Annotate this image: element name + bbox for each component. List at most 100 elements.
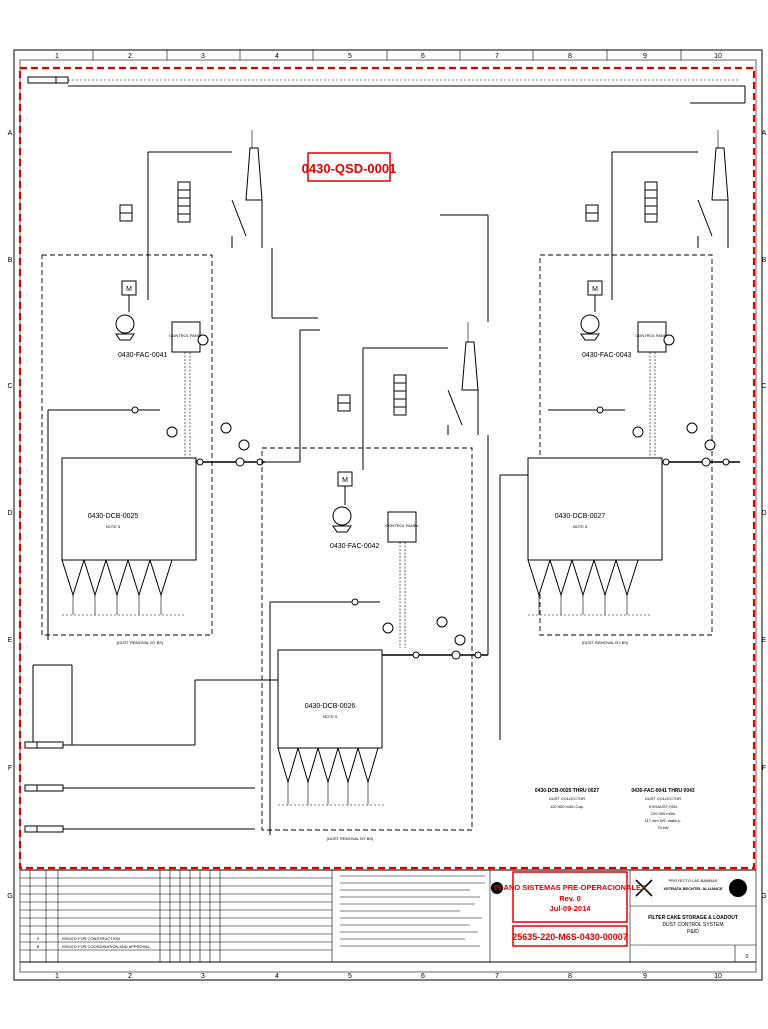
grid-col-1-bottom: 1 — [55, 973, 59, 980]
grid-col-6-bottom: 6 — [421, 973, 425, 980]
grid-column-markers-bottom: 1 2 3 4 5 6 7 8 9 10 — [55, 973, 722, 980]
grid-col-4-bottom: 4 — [275, 973, 279, 980]
revision-1-description: ISSUED FOR COORDINATION AND APPROVAL — [62, 944, 151, 949]
grid-column-markers: 1 2 3 4 5 6 7 8 9 10 — [55, 50, 722, 60]
dust-removal-right: (DUST REMOVAL BY BS) — [582, 640, 629, 645]
fan-middle-tag: 0430-FAC-0042 — [330, 543, 380, 550]
grid-row-g: G — [7, 893, 12, 900]
grid-col-3: 3 — [201, 53, 205, 60]
control-panel-left-label: CONTROL PANEL — [169, 333, 203, 338]
dust-collector-middle — [277, 649, 383, 749]
title-line-2: DUST CONTROL SYSTEM — [662, 922, 723, 928]
grid-col-9-bottom: 9 — [643, 973, 647, 980]
summary-right-line4: 75 kW — [657, 825, 669, 830]
drawing-stamp-number: 0430-QSD-0001 — [302, 161, 397, 176]
summary-right-line3: 117 mm WC static p. — [645, 818, 682, 823]
enclosure-middle — [261, 447, 473, 831]
grid-col-2: 2 — [128, 53, 132, 60]
dust-removal-middle: (DUST REMOVAL BY BS) — [327, 836, 374, 841]
grid-row-d-right: D — [761, 510, 766, 517]
grid-col-5-bottom: 5 — [348, 973, 352, 980]
dust-collector-right-note: NOTE 5 — [573, 524, 588, 529]
summary-right-line2: 120 000 m3/h — [651, 811, 675, 816]
grid-col-8: 8 — [568, 53, 572, 60]
client-logo — [635, 879, 747, 897]
train-middle: M 0430-FAC-0042 CONTROL PANEL 0430-DCB-0… — [261, 214, 489, 841]
summary-left-heading: 0430-DCB-0025 THRU 0027 — [535, 788, 599, 794]
dust-collector-left — [61, 457, 197, 561]
control-panel-middle — [387, 511, 417, 543]
fan-left-symbol — [115, 314, 135, 334]
grid-row-e-right: E — [762, 637, 767, 644]
dust-collector-left-tag: 0430-DCB-0025 — [88, 513, 139, 520]
preoperational-stamp: PLANO SISTEMAS PRE-OPERACIONALES Rev. 0 … — [494, 871, 646, 947]
summary-left-value: 120 000 m3/h Cap. — [550, 804, 584, 809]
grid-row-b-right: B — [762, 257, 767, 264]
summary-right-heading: 0430-FAC-0041 THRU 0043 — [631, 788, 695, 794]
grid-col-7-bottom: 7 — [495, 973, 499, 980]
fan-right-tag: 0430-FAC-0043 — [582, 352, 632, 359]
control-panel-middle-label: CONTROL PANEL — [385, 523, 419, 528]
title-alliance: XSTRATA BECHTEL ALLIANCE — [663, 886, 723, 891]
title-line-1: FILTER CAKE STORAGE & LOADOUT — [648, 915, 738, 921]
revision-0-description: ISSUED FOR CONSTRUCTION — [62, 936, 120, 941]
grid-row-f: F — [8, 765, 12, 772]
grid-col-7: 7 — [495, 53, 499, 60]
control-panel-right — [637, 321, 667, 353]
grid-col-8-bottom: 8 — [568, 973, 572, 980]
dust-collector-middle-note: NOTE 5 — [323, 714, 338, 719]
dust-collector-left-note: NOTE 5 — [106, 524, 121, 529]
grid-col-2-bottom: 2 — [128, 973, 132, 980]
grid-col-1: 1 — [55, 53, 59, 60]
fan-right-symbol — [580, 314, 600, 334]
grid-row-f-right: F — [762, 765, 766, 772]
grid-row-g-right: G — [761, 893, 766, 900]
fan-middle-symbol — [332, 506, 352, 526]
drawing-number-stamp: 0430-QSD-0001 — [302, 152, 397, 182]
exhaust-stack-left — [245, 147, 263, 201]
grid-row-c: C — [7, 383, 12, 390]
enclosure-left — [41, 254, 213, 636]
dust-collector-middle-tag: 0430-DCB-0026 — [305, 703, 356, 710]
motor-right-label: M — [592, 286, 598, 293]
equipment-summary: 0430-DCB-0025 THRU 0027 DUST COLLECTOR 1… — [535, 788, 695, 830]
stamp-document-number: 25635-220-M6S-0430-00007 — [512, 932, 628, 942]
summary-right-sub: DUST COLLECTOR — [645, 796, 681, 801]
grid-row-a-right: A — [762, 130, 767, 137]
grid-row-e: E — [8, 637, 13, 644]
train-right: M 0430-FAC-0043 CONTROL PANEL 0430-DCB-0… — [499, 130, 740, 740]
stamp-revision: Rev. 0 — [559, 894, 581, 903]
grid-col-9: 9 — [643, 53, 647, 60]
grid-row-b: B — [8, 257, 13, 264]
grid-col-4: 4 — [275, 53, 279, 60]
summary-right-line1: EXHAUST FAN — [649, 804, 677, 809]
title-project: PROYECTO LAS BAMBAS — [669, 878, 718, 883]
grid-col-5: 5 — [348, 53, 352, 60]
dust-collector-right — [527, 457, 663, 561]
control-panel-right-label: CONTROL PANEL — [635, 333, 669, 338]
stamp-date: Jul-09-2014 — [550, 904, 592, 913]
dust-removal-left: (DUST REMOVAL BY BS) — [117, 640, 164, 645]
title-block: 0 ISSUED FOR CONSTRUCTION B ISSUED FOR C… — [20, 869, 756, 963]
revision-0-number: 0 — [37, 936, 40, 941]
grid-row-c-right: C — [761, 383, 766, 390]
stamp-title: PLANO SISTEMAS PRE-OPERACIONALES — [494, 883, 646, 892]
instrument-air-header — [27, 76, 746, 104]
motor-left-label: M — [126, 286, 132, 293]
grid-row-a: A — [8, 130, 13, 137]
exhaust-stack-right — [711, 147, 729, 201]
title-line-3: P&ID — [687, 929, 699, 935]
grid-col-3-bottom: 3 — [201, 973, 205, 980]
motor-middle-label: M — [342, 477, 348, 484]
revision-1-number: B — [37, 944, 40, 949]
dust-collector-right-tag: 0430-DCB-0027 — [555, 513, 606, 520]
outer-frame — [13, 49, 763, 981]
title-sheet-number: 0 — [746, 954, 749, 960]
grid-row-d: D — [7, 510, 12, 517]
summary-left-sub: DUST COLLECTOR — [549, 796, 585, 801]
train-left: M 0430-FAC-0041 CONTROL PANEL 0430-DCB-0… — [24, 130, 320, 833]
fan-left-tag: 0430-FAC-0041 — [118, 352, 168, 359]
exhaust-stack-middle — [461, 341, 479, 391]
